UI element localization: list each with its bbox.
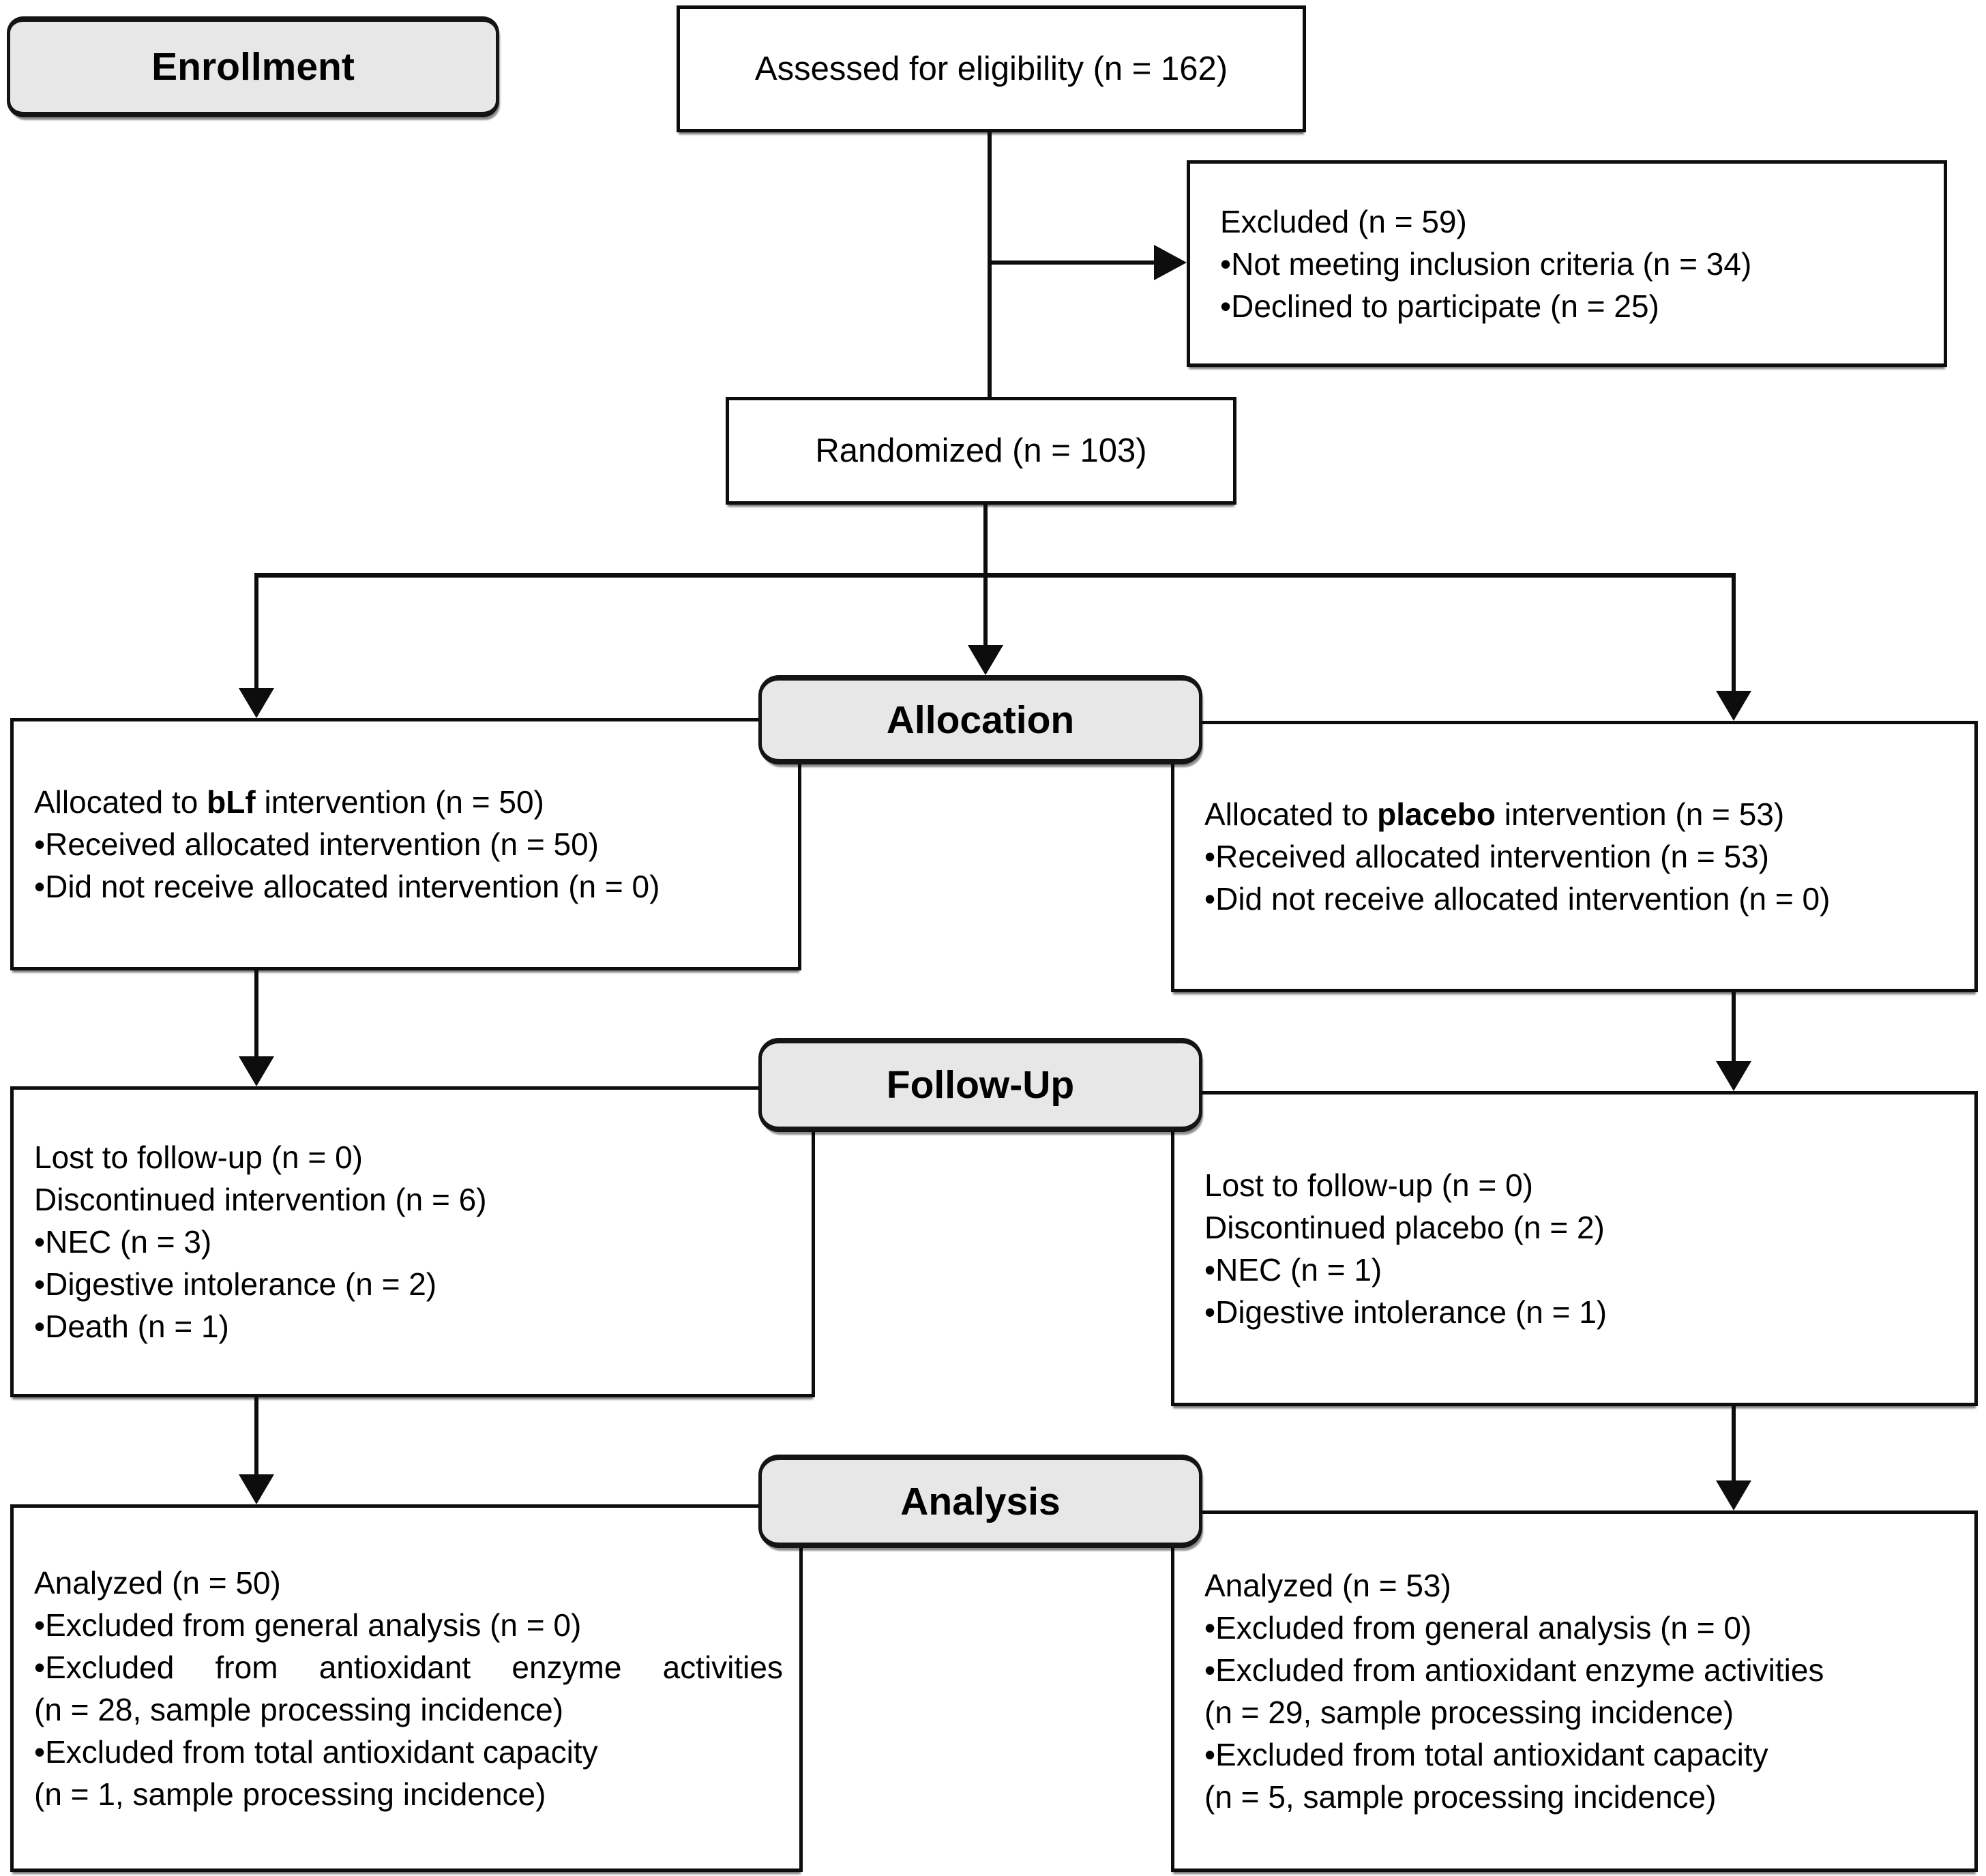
connector-followup-analysis-left [254, 1396, 258, 1476]
allocation-blf-item: •Did not receive allocated intervention … [34, 869, 660, 904]
analysis-stage-label: Analysis [900, 1479, 1061, 1523]
arrowhead-down-followup-left [239, 1056, 274, 1086]
connector-followup-analysis-right [1732, 1405, 1736, 1482]
analysis-placebo-line: (n = 29, sample processing incidence) [1204, 1695, 1734, 1730]
connector-assessed-randomized [988, 131, 992, 398]
analysis-blf-line: •Excluded from total antioxidant capacit… [34, 1733, 598, 1770]
analysis-placebo-line: Analyzed (n = 53) [1204, 1568, 1451, 1603]
arrowhead-down-followup-right [1716, 1061, 1751, 1091]
enrollment-stage-header: Enrollment [7, 16, 499, 117]
enrollment-stage-label: Enrollment [151, 45, 355, 89]
arrowhead-down-alloc-right [1716, 691, 1751, 721]
connector-branch-center [983, 573, 988, 646]
analysis-placebo-box: Analyzed (n = 53) •Excluded from general… [1171, 1510, 1978, 1872]
allocation-blf-line-post: intervention (n = 50) [255, 784, 544, 820]
followup-stage-label: Follow-Up [886, 1063, 1075, 1107]
allocation-placebo-item: •Received allocated intervention (n = 53… [1204, 839, 1769, 874]
analysis-blf-box: Analyzed (n = 50) •Excluded from general… [10, 1504, 803, 1872]
connector-branch-left [254, 573, 258, 690]
followup-stage-header: Follow-Up [758, 1038, 1202, 1132]
allocation-blf-item: •Received allocated intervention (n = 50… [34, 827, 599, 862]
excluded-title: Excluded (n = 59) [1220, 203, 1467, 239]
followup-placebo-line: •NEC (n = 1) [1204, 1252, 1382, 1287]
branch-line [254, 573, 1736, 578]
arrowhead-down-analysis-right [1716, 1480, 1751, 1510]
excluded-item: •Declined to participate (n = 25) [1220, 288, 1659, 324]
followup-placebo-line: •Digestive intolerance (n = 1) [1204, 1294, 1607, 1330]
followup-blf-line: Lost to follow-up (n = 0) [34, 1140, 363, 1175]
allocation-placebo-box: Allocated to placebo intervention (n = 5… [1171, 721, 1978, 992]
excluded-item: •Not meeting inclusion criteria (n = 34) [1220, 245, 1752, 282]
analysis-blf-line: •Excluded from antioxidant enzyme activi… [34, 1649, 783, 1685]
followup-blf-line: •NEC (n = 3) [34, 1224, 212, 1260]
analysis-placebo-line: (n = 5, sample processing incidence) [1204, 1779, 1717, 1815]
connector-randomized-branch [983, 503, 988, 577]
connector-to-excluded [990, 260, 1156, 265]
followup-blf-box: Lost to follow-up (n = 0) Discontinued i… [10, 1086, 815, 1397]
analysis-blf-line: (n = 28, sample processing incidence) [34, 1691, 564, 1727]
allocation-stage-label: Allocation [886, 698, 1075, 742]
assessed-box: Assessed for eligibility (n = 162) [677, 5, 1306, 132]
arrowhead-down-alloc-left [239, 688, 274, 718]
connector-alloc-followup-right [1732, 991, 1736, 1062]
analysis-blf-line: •Excluded from general analysis (n = 0) [34, 1607, 582, 1643]
followup-placebo-box: Lost to follow-up (n = 0) Discontinued p… [1171, 1091, 1978, 1406]
allocation-blf-box: Allocated to bLf intervention (n = 50) •… [10, 718, 801, 970]
connector-alloc-followup-left [254, 969, 258, 1058]
followup-blf-line: •Digestive intolerance (n = 2) [34, 1266, 437, 1302]
analysis-blf-line: Analyzed (n = 50) [34, 1564, 281, 1600]
arrowhead-down-analysis-left [239, 1474, 274, 1504]
analysis-placebo-line: •Excluded from total antioxidant capacit… [1204, 1737, 1768, 1772]
followup-blf-line: Discontinued intervention (n = 6) [34, 1182, 487, 1217]
randomized-label: Randomized (n = 103) [815, 432, 1147, 469]
allocation-stage-header: Allocation [758, 675, 1202, 764]
allocation-blf-line: Allocated to bLf intervention (n = 50) [34, 781, 791, 823]
allocation-placebo-line-bold: placebo [1377, 796, 1496, 832]
followup-placebo-line: Discontinued placebo (n = 2) [1204, 1210, 1605, 1245]
excluded-box: Excluded (n = 59) •Not meeting inclusion… [1187, 160, 1947, 367]
connector-branch-right [1732, 573, 1736, 692]
arrowhead-right-excluded [1154, 245, 1187, 280]
analysis-placebo-line: •Excluded from antioxidant enzyme activi… [1204, 1652, 1824, 1688]
analysis-placebo-line: •Excluded from general analysis (n = 0) [1204, 1610, 1752, 1646]
allocation-placebo-line-pre: Allocated to [1204, 796, 1378, 832]
analysis-stage-header: Analysis [758, 1455, 1202, 1548]
allocation-blf-line-pre: Allocated to [34, 784, 207, 820]
allocation-placebo-item: •Did not receive allocated intervention … [1204, 881, 1831, 917]
allocation-placebo-line-post: intervention (n = 53) [1496, 796, 1785, 832]
analysis-blf-line: (n = 1, sample processing incidence) [34, 1776, 546, 1812]
followup-blf-line: •Death (n = 1) [34, 1309, 229, 1344]
allocation-placebo-line: Allocated to placebo intervention (n = 5… [1204, 793, 1968, 835]
assessed-label: Assessed for eligibility (n = 162) [754, 50, 1228, 87]
followup-placebo-line: Lost to follow-up (n = 0) [1204, 1167, 1533, 1203]
allocation-blf-line-bold: bLf [207, 784, 256, 820]
randomized-box: Randomized (n = 103) [726, 397, 1236, 505]
arrowhead-down-alloc-header [968, 645, 1003, 675]
